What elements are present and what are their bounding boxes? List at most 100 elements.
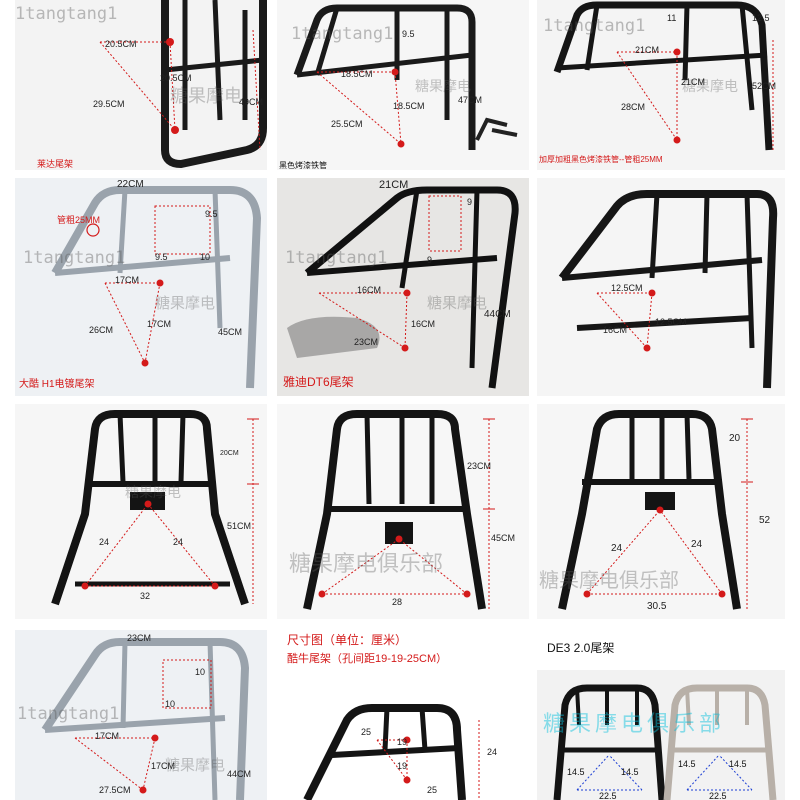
- dimension-label: 12.5CM: [611, 283, 643, 293]
- dimension-label: 32: [140, 591, 151, 601]
- dimension-label: 45CM: [218, 327, 243, 337]
- watermark-latin: 1tangtang1: [543, 16, 646, 36]
- rack-drawing-r2c2: [287, 186, 519, 389]
- dimension-label: 23CM: [354, 337, 379, 347]
- product-caption: 雅迪DT6尾架: [283, 375, 354, 389]
- product-photo-r1c3: 1tangtang1 糖果摩电 11 12.5 21CM 21CM 28CM 5…: [537, 0, 785, 170]
- rack-drawing-r2c3: [558, 190, 778, 389]
- dimension-label: 11: [667, 13, 677, 23]
- dimension-label: 20CM: [220, 450, 239, 457]
- dimension-label: 14.5: [729, 759, 747, 769]
- dimension-label: 14.5: [678, 759, 696, 769]
- dimension-label: 23CM: [467, 461, 492, 471]
- rack-drawing-r1c3: [553, 1, 774, 151]
- product-caption: 黑色烤漆铁管: [279, 161, 327, 170]
- product-caption: 加厚加粗黑色烤漆铁管--管粗25MM: [539, 155, 663, 164]
- dimension-label: 45CM: [491, 533, 516, 543]
- dimension-label: 22.5: [599, 791, 617, 800]
- product-caption: DE3 2.0尾架: [547, 641, 615, 655]
- size-chart-subheading: 酷牛尾架（孔间距19-19-25CM）: [287, 653, 448, 665]
- dimension-label: 24: [487, 747, 498, 757]
- watermark-cn: 糖果摩电: [125, 485, 181, 501]
- dimension-label: 16CM: [603, 325, 628, 335]
- product-photo-r2c3: 12.5CM 12.5CM 16CM: [537, 178, 785, 396]
- product-photo-r3c1: 糖果摩电 20CM 51CM 24 24 32: [15, 404, 267, 619]
- watermark-cn: 糖果摩电: [682, 79, 738, 95]
- dimension-label: 18.5CM: [393, 101, 425, 111]
- dimension-label: 21CM: [379, 179, 409, 191]
- watermark-latin: 1tangtang1: [291, 24, 394, 44]
- dimension-label: 22.5: [709, 791, 727, 800]
- dimension-label: 25: [427, 785, 438, 795]
- dimension-label: 19: [397, 761, 408, 771]
- dimension-label: 14.5: [567, 767, 585, 777]
- dimension-label: 17CM: [95, 731, 120, 741]
- dimension-label: 9: [427, 255, 433, 265]
- watermark-cn: 糖果摩电: [427, 294, 488, 312]
- dimension-label: 24: [99, 537, 110, 547]
- dimension-label: 23CM: [127, 633, 152, 643]
- dimension-label: 20.5CM: [160, 73, 192, 83]
- dimension-label: 28CM: [621, 102, 646, 112]
- dimension-label: 9.5: [155, 252, 168, 262]
- dimension-label: 44CM: [484, 309, 511, 320]
- product-photo-r3c3: 糖果摩电俱乐部 20 52 24 24 30.5: [537, 404, 785, 619]
- dimension-label: 24: [173, 537, 184, 547]
- dimension-label: 管粗25MM: [57, 215, 101, 225]
- dimension-label: 49CM: [239, 97, 264, 107]
- watermark-cn: 糖果摩电俱乐部: [539, 568, 679, 592]
- product-photo-r4c1: 1tangtang1 糖果摩电 23CM 10 10 17CM 17CM 27.…: [15, 630, 267, 800]
- dimension-label: 24: [691, 539, 703, 550]
- dimension-label: 52CM: [752, 81, 777, 91]
- rack-drawing-r4c2: [303, 704, 480, 800]
- dimension-label: 17CM: [115, 275, 140, 285]
- product-photo-r2c2: 1tangtang1 糖果摩电 21CM 9 9 16CM 16CM 23CM …: [277, 178, 529, 396]
- dimension-label: 10: [195, 667, 206, 677]
- dimension-label: 10: [165, 699, 176, 709]
- watermark-cn: 糖果摩电俱乐部: [289, 552, 444, 577]
- rack-drawing-r3c1: [51, 410, 259, 606]
- dimension-label: 9.5: [402, 29, 415, 39]
- dimension-label: 22CM: [117, 179, 144, 190]
- watermark-latin: 1tangtang1: [285, 248, 388, 268]
- product-caption: 莱达尾架: [37, 159, 74, 169]
- product-photo-r4c2: 尺寸图（单位：厘米） 酷牛尾架（孔间距19-19-25CM） 25 19 19 …: [277, 630, 529, 800]
- dimension-label: 16CM: [411, 319, 436, 329]
- watermark-latin: 1tangtang1: [23, 248, 126, 268]
- dimension-label: 17CM: [147, 319, 172, 329]
- dimension-label: 14.5: [621, 767, 639, 777]
- watermark-cn: 糖果摩电: [415, 79, 471, 95]
- dimension-label: 26CM: [89, 325, 114, 335]
- dimension-label: 19: [397, 737, 408, 747]
- rack-drawing-r4c1: [41, 638, 250, 800]
- product-caption: 大酷 H1电镀尾架: [19, 379, 95, 390]
- watermark-cn: 糖果摩电俱乐部: [543, 712, 726, 737]
- dimension-label: 27.5CM: [99, 785, 131, 795]
- product-photo-r1c2: 1tangtang1 糖果摩电 9.5 18.5CM 18.5CM 25.5CM…: [277, 0, 529, 170]
- rack-drawing-r3c3: [558, 410, 753, 610]
- dimension-label: 10: [200, 252, 211, 262]
- watermark-cn: 糖果摩电: [170, 86, 242, 107]
- dimension-label: 16CM: [357, 285, 382, 295]
- dimension-label: 9.5: [205, 209, 218, 219]
- rack-drawing-r1c2: [293, 4, 518, 150]
- dimension-label: 20: [729, 433, 741, 444]
- dimension-label: 52: [759, 515, 771, 526]
- dimension-label: 28: [392, 597, 403, 607]
- dimension-label: 18.5CM: [341, 69, 373, 79]
- dimension-label: 20.5CM: [105, 39, 137, 49]
- dimension-label: 25.5CM: [331, 119, 363, 129]
- dimension-label: 44CM: [227, 769, 252, 779]
- rack-drawing-r2c1: [51, 186, 262, 389]
- product-photo-r1c1: 1tangtang1 糖果摩电 20.5CM 20.5CM 29.5CM 49C…: [15, 0, 267, 170]
- watermark-cn: 糖果摩电: [155, 294, 216, 312]
- dimension-label: 21CM: [635, 45, 660, 55]
- dimension-label: 51CM: [227, 521, 252, 531]
- dimension-label: 12.5: [752, 13, 770, 23]
- watermark-cn: 糖果摩电: [165, 756, 226, 774]
- dimension-label: 9: [467, 197, 473, 207]
- dimension-label: 12.5CM: [655, 317, 687, 327]
- dimension-label: 25: [361, 727, 372, 737]
- rack-drawing-r3c2: [303, 410, 495, 610]
- product-photo-r2c1: 1tangtang1 糖果摩电 22CM 管粗25MM 9.5 9.5 10 1…: [15, 178, 267, 396]
